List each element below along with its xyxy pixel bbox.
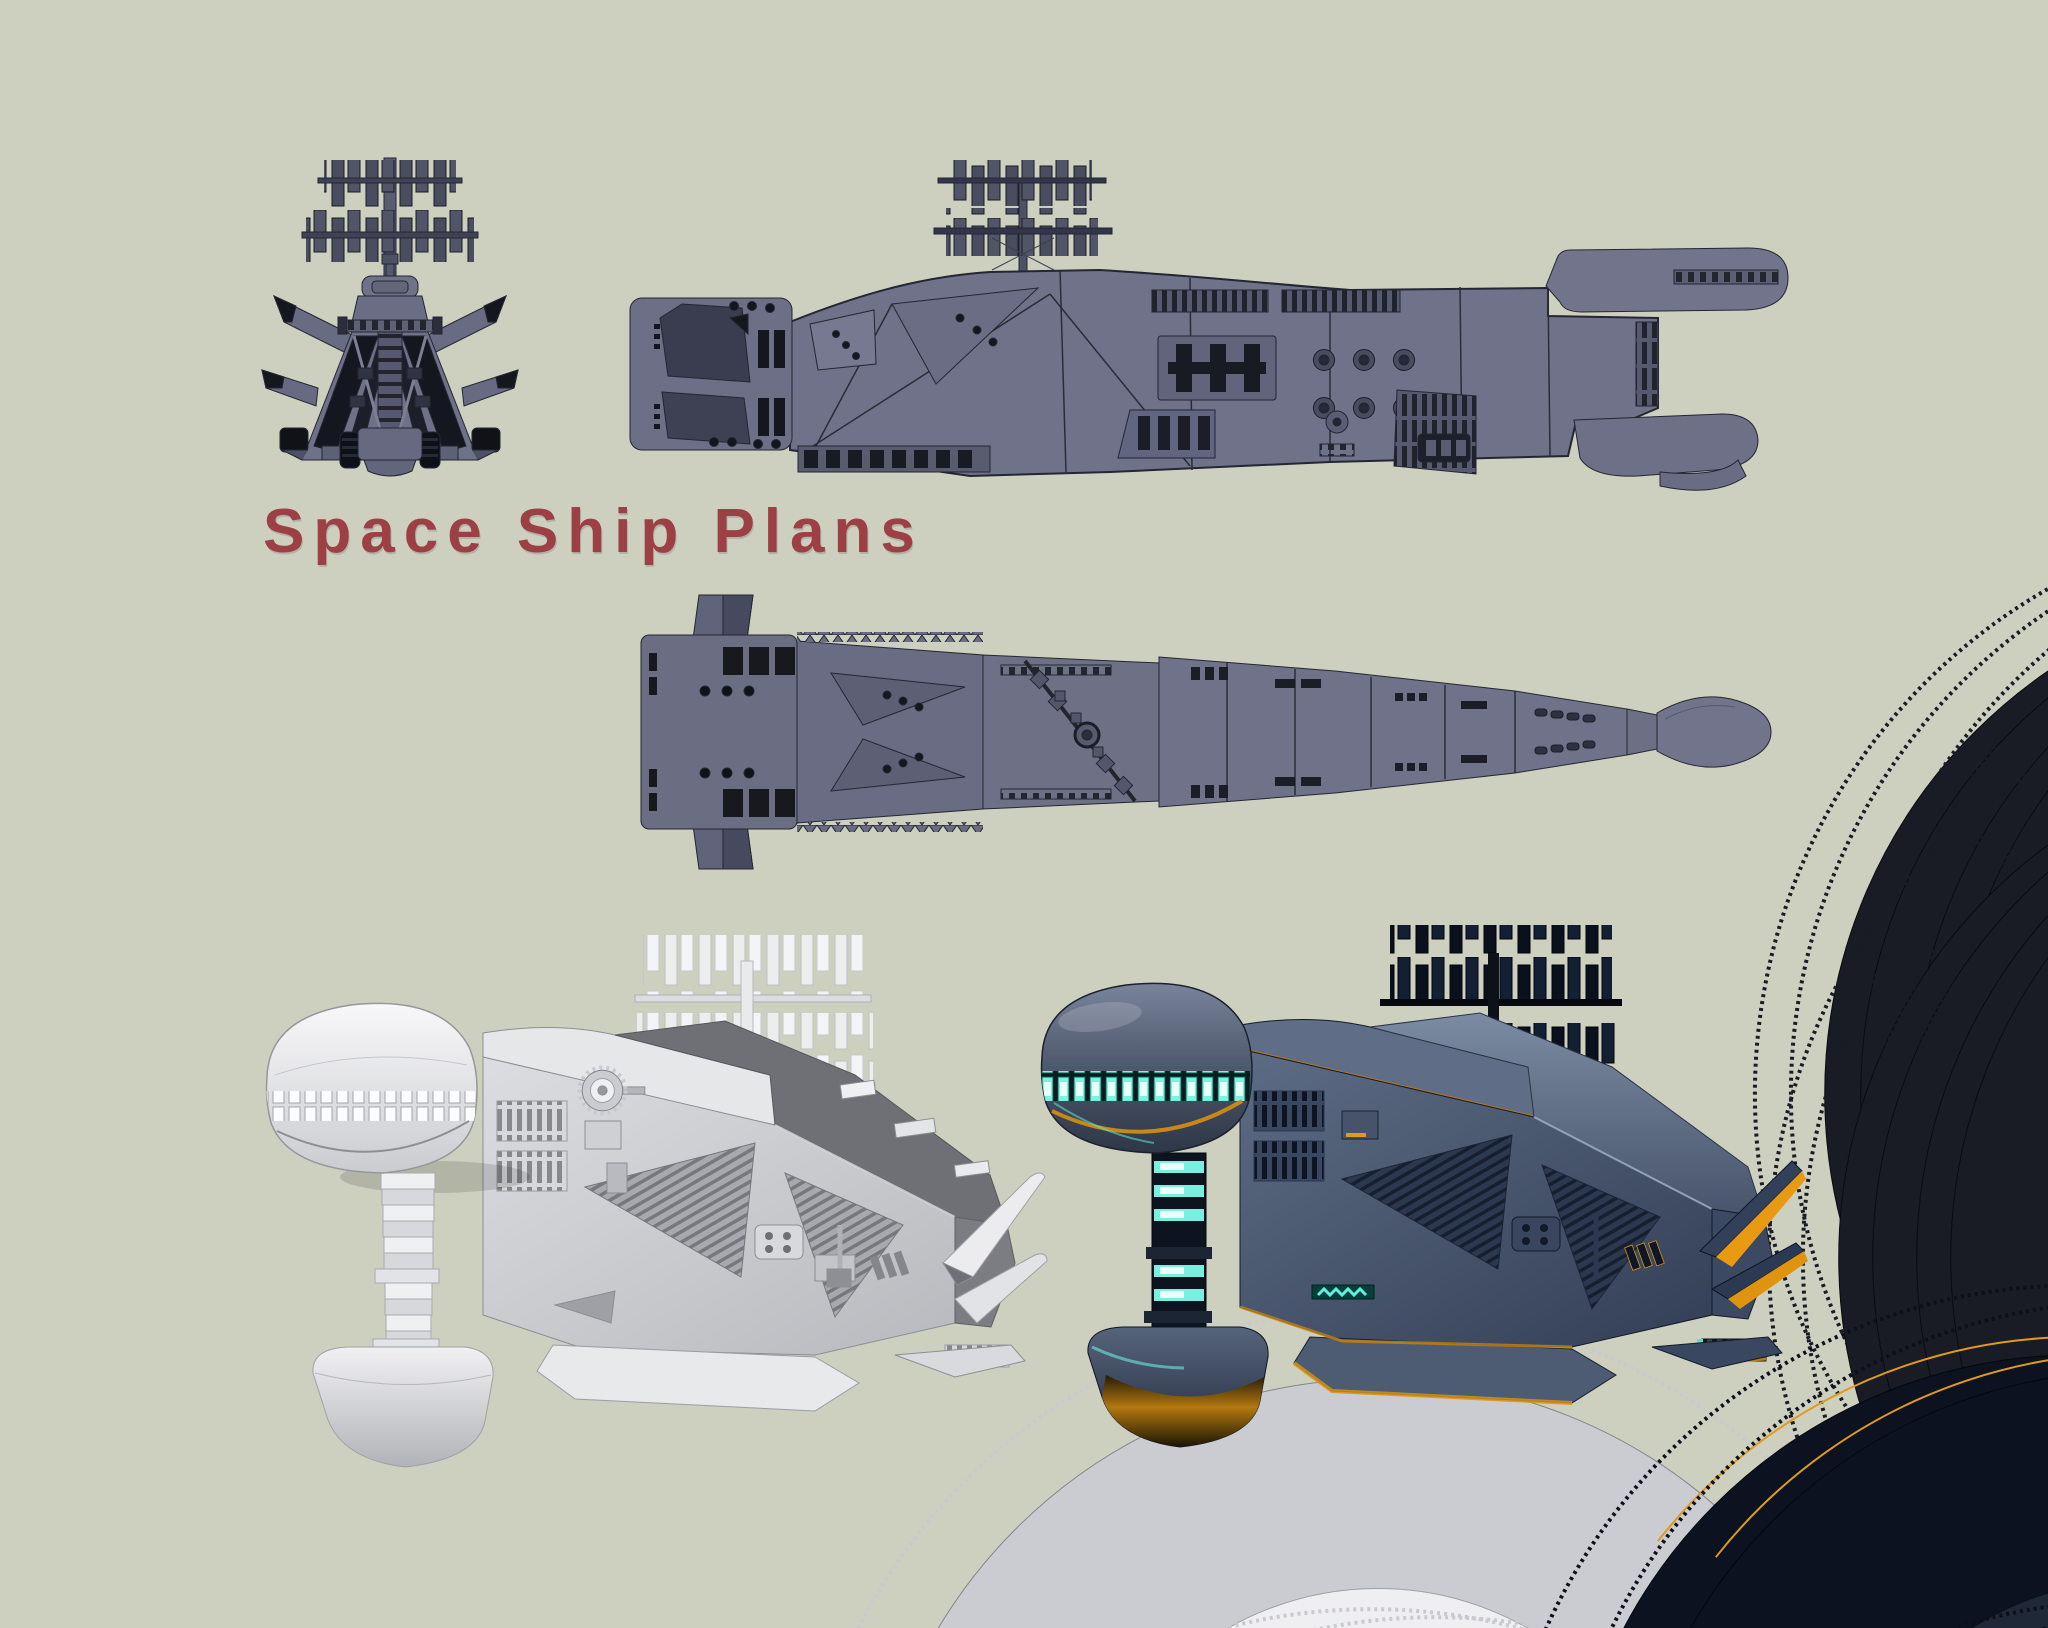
color-hull <box>1240 1013 2048 1628</box>
top-view <box>641 595 1771 869</box>
color-dome <box>1040 983 1252 1153</box>
top-aft-taper <box>1159 657 1627 807</box>
color-tail-fins <box>1700 1161 1808 1309</box>
clay-column <box>373 1173 439 1353</box>
top-tail-bulb <box>1627 697 1771 767</box>
clay-bottom-pod <box>313 1347 493 1467</box>
side-solar-array-icon <box>934 160 1112 282</box>
front-chin-pod <box>340 428 440 476</box>
top-bow-block <box>641 635 797 829</box>
front-solar-array-icon <box>302 158 478 282</box>
clay-dome <box>265 1003 477 1173</box>
color-column <box>1144 1153 1212 1329</box>
top-serrated-section <box>797 632 983 832</box>
front-view <box>262 158 518 476</box>
front-bridge <box>338 264 442 334</box>
side-tail-fork <box>1546 248 2048 1628</box>
color-render <box>1040 925 2048 1628</box>
clay-dome-assembly <box>265 1003 530 1467</box>
front-side-pods <box>280 428 500 460</box>
front-lower-wings <box>262 370 518 406</box>
color-bottom-pod <box>1088 1327 1268 1447</box>
top-solar-fold <box>983 655 1159 809</box>
front-upper-fins <box>274 296 506 356</box>
side-view <box>630 160 2048 1628</box>
front-hull <box>302 332 478 460</box>
clay-hull <box>483 1021 2048 1628</box>
side-nose-block <box>630 298 792 450</box>
side-panel-greebles <box>798 288 1476 474</box>
page-title: Space Ship Plans <box>263 497 924 566</box>
top-bow-fins <box>693 595 753 869</box>
color-dome-assembly <box>1040 983 1268 1447</box>
color-cyan-strip <box>1312 1285 1374 1299</box>
clay-render <box>265 935 2048 1628</box>
